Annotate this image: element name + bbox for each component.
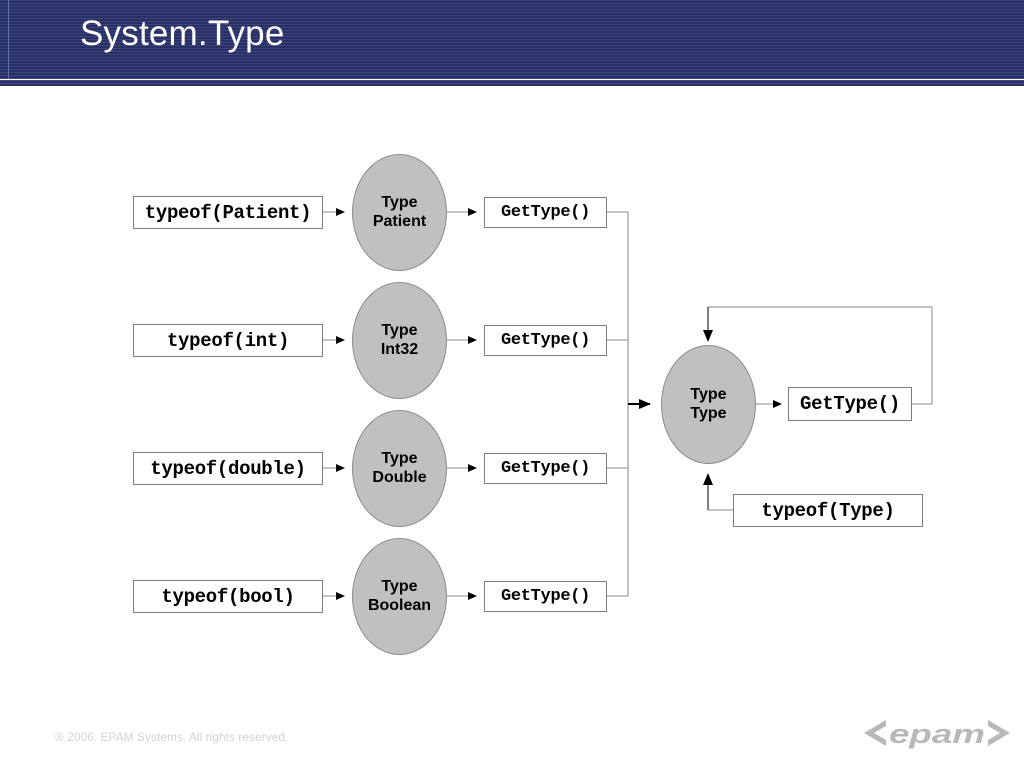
- type-ellipse-patient-line1: Type: [381, 194, 418, 212]
- type-ellipse-boolean[interactable]: Type Boolean: [352, 538, 447, 655]
- type-ellipse-double[interactable]: Type Double: [352, 410, 447, 527]
- type-ellipse-type-line1: Type: [690, 386, 727, 404]
- type-ellipse-boolean-line1: Type: [381, 578, 418, 596]
- type-ellipse-patient[interactable]: Type Patient: [352, 154, 447, 271]
- type-ellipse-int32-line1: Type: [381, 322, 418, 340]
- gettype-box-int[interactable]: GetType(): [484, 325, 607, 356]
- typeof-box-patient[interactable]: typeof(Patient): [133, 196, 323, 229]
- page-title: System.Type: [80, 14, 285, 53]
- type-ellipse-patient-line2: Patient: [372, 212, 427, 230]
- header-underbar: [0, 80, 1024, 86]
- diagram-connectors: [323, 208, 933, 600]
- slide-header: System.Type: [0, 0, 1024, 79]
- footer-copyright: ® 2006. EPAM Systems. All rights reserve…: [55, 730, 289, 744]
- gettype-box-type[interactable]: GetType(): [788, 387, 912, 421]
- type-ellipse-type-line2: Type: [690, 404, 727, 422]
- gettype-box-bool[interactable]: GetType(): [484, 581, 607, 612]
- gettype-box-double[interactable]: GetType(): [484, 453, 607, 484]
- type-ellipse-double-line1: Type: [381, 450, 418, 468]
- header-left-rule: [8, 0, 9, 79]
- type-ellipse-boolean-line2: Boolean: [367, 596, 432, 614]
- typeof-box-bool[interactable]: typeof(bool): [133, 580, 323, 613]
- type-ellipse-double-line2: Double: [372, 468, 427, 486]
- epam-logo-text: epam: [889, 719, 985, 749]
- type-diagram: typeof(Patient) Type Patient GetType() t…: [0, 86, 1024, 696]
- type-ellipse-int32[interactable]: Type Int32: [352, 282, 447, 399]
- epam-logo: epam: [862, 712, 1012, 754]
- gettype-box-patient[interactable]: GetType(): [484, 197, 607, 228]
- typeof-box-double[interactable]: typeof(double): [133, 452, 323, 485]
- header-separator-line: [0, 79, 1024, 80]
- type-ellipse-type[interactable]: Type Type: [661, 345, 756, 464]
- typeof-box-int[interactable]: typeof(int): [133, 324, 323, 357]
- type-ellipse-int32-line2: Int32: [380, 340, 419, 358]
- typeof-box-type[interactable]: typeof(Type): [733, 494, 923, 527]
